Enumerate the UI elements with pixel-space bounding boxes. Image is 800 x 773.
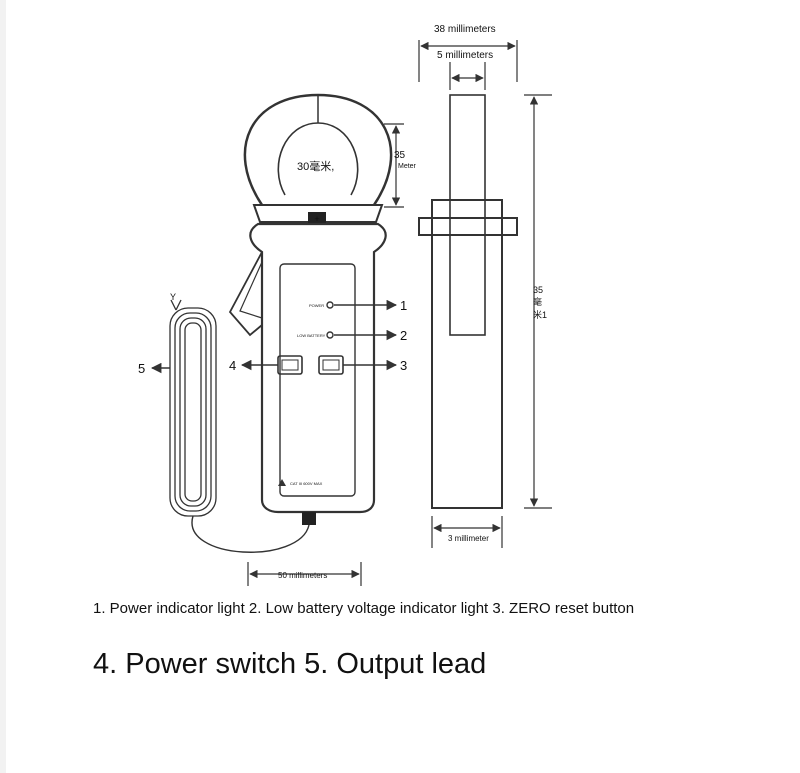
clamp-meter-diagram: + 30毫米, 35 Meter POWER LOW BATTERY CAT I…	[138, 24, 552, 586]
output-lead-coil	[169, 299, 310, 553]
jaw-height-dimension: 35 Meter	[384, 123, 417, 208]
side-height-dimension: 35 毫 米1	[524, 94, 552, 509]
callout-1: 1	[400, 298, 407, 313]
jaw-height-number: 35	[394, 150, 406, 161]
svg-text:+: +	[314, 214, 319, 224]
clamp-jaws: +	[243, 93, 393, 225]
base-width-label: 50 millimeters	[278, 571, 327, 580]
page-left-edge	[0, 0, 6, 773]
jaw-width-label: 30毫米,	[297, 159, 334, 173]
top-width-dimension: 38 millimeters	[418, 24, 518, 82]
callout-4: 4	[229, 358, 236, 373]
callout-3: 3	[400, 358, 407, 373]
side-height-cjk-2: 米1	[533, 309, 547, 320]
top-width-label: 38 millimeters	[434, 24, 496, 35]
callout-2: 2	[400, 328, 407, 343]
jaw-release-icon	[308, 212, 326, 225]
power-indicator-light	[326, 301, 334, 309]
svg-text:LOW BATTERY: LOW BATTERY	[297, 333, 326, 338]
bottom-thickness-dimension: 3 millimeter	[431, 516, 503, 548]
lead-connector	[302, 512, 316, 525]
jaw-height-unit: Meter	[398, 163, 417, 170]
callout-arrows	[150, 299, 398, 374]
caption-line-2: 4. Power switch 5. Output lead	[93, 648, 487, 680]
bottom-thickness-label: 3 millimeter	[448, 534, 489, 543]
side-height-cjk-1: 毫	[533, 296, 542, 307]
lead-top-mark: Y	[170, 292, 176, 302]
caption-line-1: 1. Power indicator light 2. Low battery …	[93, 600, 635, 617]
callout-5: 5	[138, 361, 145, 376]
top-inner-dimension: 5 millimeters	[437, 50, 493, 90]
side-height-number: 35	[533, 285, 543, 295]
svg-text:POWER: POWER	[309, 303, 324, 308]
svg-text:CAT III 600V MAX: CAT III 600V MAX	[290, 481, 323, 486]
meter-body: POWER LOW BATTERY CAT III 600V MAX	[228, 222, 387, 525]
top-inner-label: 5 millimeters	[437, 50, 493, 61]
side-view	[418, 94, 518, 509]
base-width-dimension: 50 millimeters	[247, 562, 362, 586]
low-battery-indicator-light	[326, 331, 334, 339]
